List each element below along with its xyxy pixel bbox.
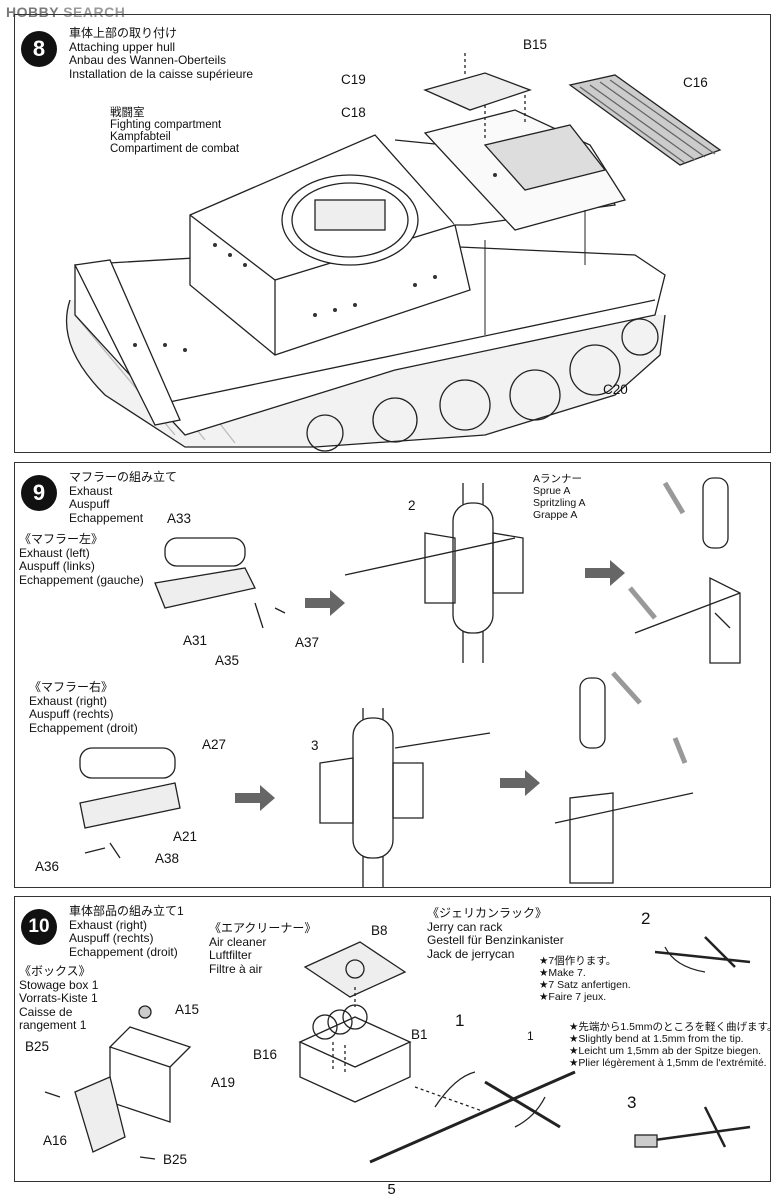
part-a27: A27 bbox=[202, 737, 227, 752]
watermark: HOBBY SEARCH bbox=[6, 4, 126, 20]
part-a37: A37 bbox=[295, 635, 320, 650]
jerry-step-3-label: 3 bbox=[627, 1093, 637, 1112]
step-8-badge: 8 bbox=[21, 31, 57, 67]
part-a31: A31 bbox=[183, 633, 208, 648]
upper-hull-drawing bbox=[66, 53, 722, 452]
part-b25-top: B25 bbox=[25, 1039, 50, 1054]
step-10-badge: 10 bbox=[21, 909, 57, 945]
jerry-can-title: 《ジェリカンラック》Jerry can rack Gestell für Ben… bbox=[427, 906, 564, 961]
hull-parts-drawing bbox=[44, 936, 751, 1164]
sprue-3-label: 3 bbox=[311, 738, 319, 753]
part-b1: B1 bbox=[411, 1027, 428, 1042]
make-seven-note: ★7個作ります。★Make 7. ★7 Satz anfertigen.★Fai… bbox=[539, 955, 631, 1003]
sprue-2-label: 2 bbox=[408, 498, 416, 513]
part-b8: B8 bbox=[371, 923, 388, 938]
part-a16: A16 bbox=[43, 1133, 68, 1148]
part-a38: A38 bbox=[155, 851, 180, 866]
part-a35: A35 bbox=[215, 653, 240, 668]
part-a15: A15 bbox=[175, 1002, 200, 1017]
jerry-step-1-label: 1 bbox=[455, 1011, 465, 1030]
exhaust-drawing bbox=[79, 477, 741, 887]
part-a36: A36 bbox=[35, 859, 60, 874]
part-c16: C16 bbox=[683, 75, 708, 90]
step-9-badge: 9 bbox=[21, 475, 57, 511]
part-c20: C20 bbox=[603, 382, 628, 397]
bend-note: ★先端から1.5mmのところを軽く曲げます。★Slightly bend at … bbox=[569, 1021, 771, 1069]
part-c19: C19 bbox=[341, 72, 366, 87]
exhaust-right-title: 《マフラー右》Exhaust (right) Auspuff (rechts)E… bbox=[29, 680, 138, 735]
part-a19: A19 bbox=[211, 1075, 236, 1090]
part-c18: C18 bbox=[341, 105, 366, 120]
jerry-part-1-label: 1 bbox=[527, 1029, 534, 1043]
part-b16: B16 bbox=[253, 1047, 278, 1062]
part-b25-bottom: B25 bbox=[163, 1152, 188, 1167]
jerry-step-2-label: 2 bbox=[641, 909, 651, 928]
part-b15: B15 bbox=[523, 37, 548, 52]
part-a21: A21 bbox=[173, 829, 198, 844]
page-number: 5 bbox=[387, 1181, 396, 1198]
part-a33: A33 bbox=[167, 511, 192, 526]
exhaust-left-title: 《マフラー左》Exhaust (left) Auspuff (links)Ech… bbox=[19, 532, 144, 587]
